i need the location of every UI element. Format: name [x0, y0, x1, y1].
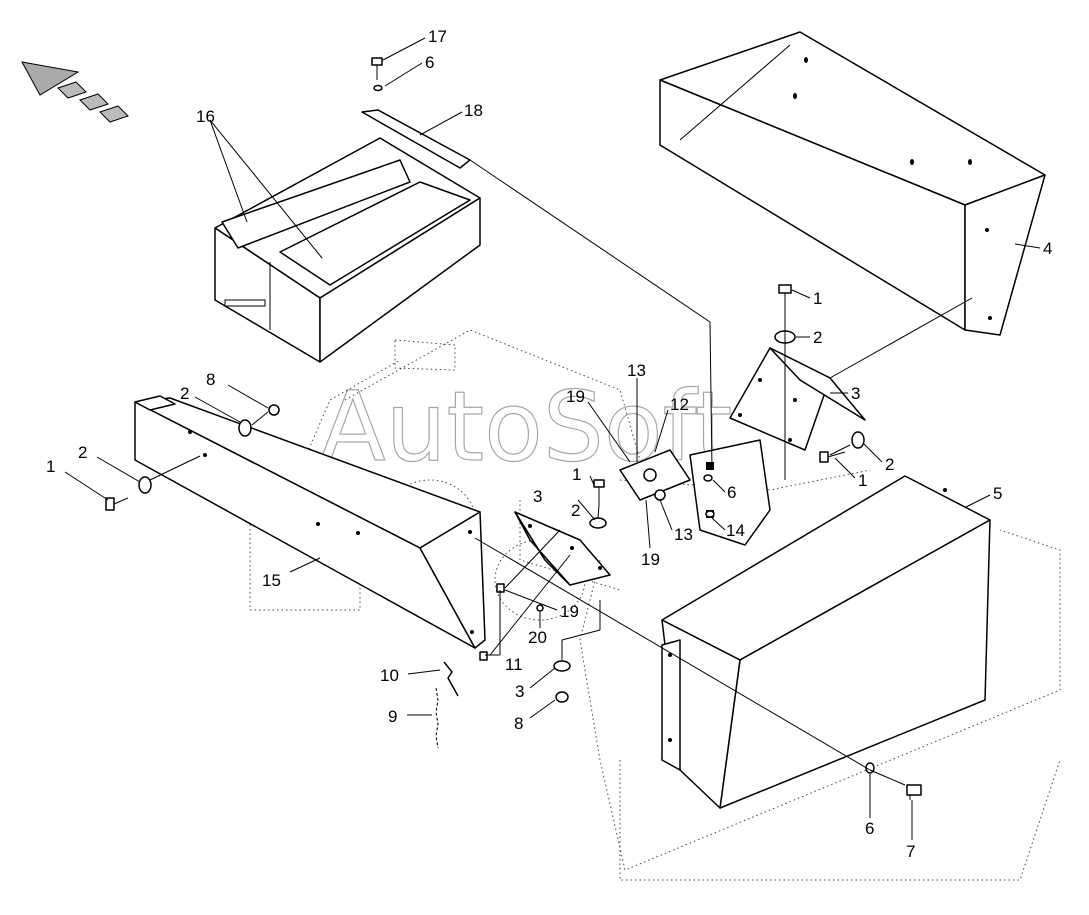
- callout-19: 19: [566, 387, 585, 406]
- callout-10: 10: [380, 666, 399, 685]
- callout-4: 4: [1043, 239, 1052, 258]
- callout-20: 20: [528, 628, 547, 647]
- part-12-switch-assembly: [619, 439, 771, 546]
- callout-2: 2: [885, 455, 894, 474]
- callout-2: 2: [180, 384, 189, 403]
- callout-14: 14: [726, 521, 745, 540]
- bolt-1b-icon: [819, 451, 846, 463]
- callout-17: 17: [428, 27, 447, 46]
- washer-2b-icon: [851, 431, 865, 449]
- callout-13: 13: [627, 361, 646, 380]
- nut-8-icon: [268, 404, 280, 416]
- part-3-bracket-lower: [514, 511, 611, 586]
- clip-10-icon: [443, 661, 459, 697]
- direction-arrow-icon: [21, 61, 129, 123]
- callout-8: 8: [206, 370, 215, 389]
- part-4-tray: [659, 31, 1046, 336]
- callout-6: 6: [865, 819, 874, 838]
- callout-3: 3: [515, 682, 524, 701]
- callout-5: 5: [993, 484, 1002, 503]
- callout-7: 7: [906, 842, 915, 861]
- bolt-11-icon: [479, 583, 505, 661]
- nut-8b-icon: [555, 691, 569, 703]
- callout-16: 16: [196, 107, 215, 126]
- callout-1: 1: [46, 457, 55, 476]
- washer-2c-icon: [238, 419, 252, 437]
- bolt-1-icon: [778, 284, 792, 310]
- callout-3: 3: [851, 384, 860, 403]
- callout-1: 1: [858, 471, 867, 490]
- callout-13: 13: [674, 525, 693, 544]
- callout-2: 2: [78, 443, 87, 462]
- callout-19: 19: [560, 602, 579, 621]
- callout-11: 11: [505, 655, 523, 674]
- callout-1: 1: [813, 289, 822, 308]
- washer-2e-icon: [589, 517, 607, 529]
- callout-9: 9: [388, 707, 397, 726]
- callout-2: 2: [571, 501, 580, 520]
- washer-6-icon: [373, 84, 383, 92]
- callout-12: 12: [670, 395, 689, 414]
- callout-labels: 17 6 18 16 4 1 2 3 2 1 5 8 2 2 1 13 19 1…: [46, 27, 1052, 861]
- nut-14-icon: [705, 510, 715, 518]
- callout-2: 2: [813, 328, 822, 347]
- washer-6b-icon: [703, 474, 713, 482]
- bolt-7-icon: [906, 784, 922, 800]
- leader-lines: [64, 37, 1041, 840]
- part-5-box: [661, 475, 991, 809]
- chain-9-icon: [435, 687, 439, 749]
- callout-3: 3: [533, 487, 542, 506]
- part-16-battery: [214, 137, 481, 363]
- callout-8: 8: [514, 714, 523, 733]
- washer-3-icon: [553, 660, 571, 672]
- callout-1: 1: [572, 465, 581, 484]
- assembly-lines: [149, 159, 973, 786]
- part-15-shield: [134, 395, 486, 649]
- callout-6: 6: [727, 483, 736, 502]
- washer-2d-icon: [138, 476, 152, 494]
- callout-6: 6: [425, 53, 434, 72]
- callout-18: 18: [464, 101, 483, 120]
- fasteners: [105, 57, 922, 800]
- bolt-1d-icon: [593, 479, 605, 505]
- nut-20-icon: [536, 604, 544, 612]
- callout-19: 19: [641, 550, 660, 569]
- bolt-17-icon: [371, 57, 383, 80]
- part-3-bracket-upper: [729, 347, 866, 451]
- bolt-1c-icon: [105, 497, 129, 511]
- callout-15: 15: [262, 571, 281, 590]
